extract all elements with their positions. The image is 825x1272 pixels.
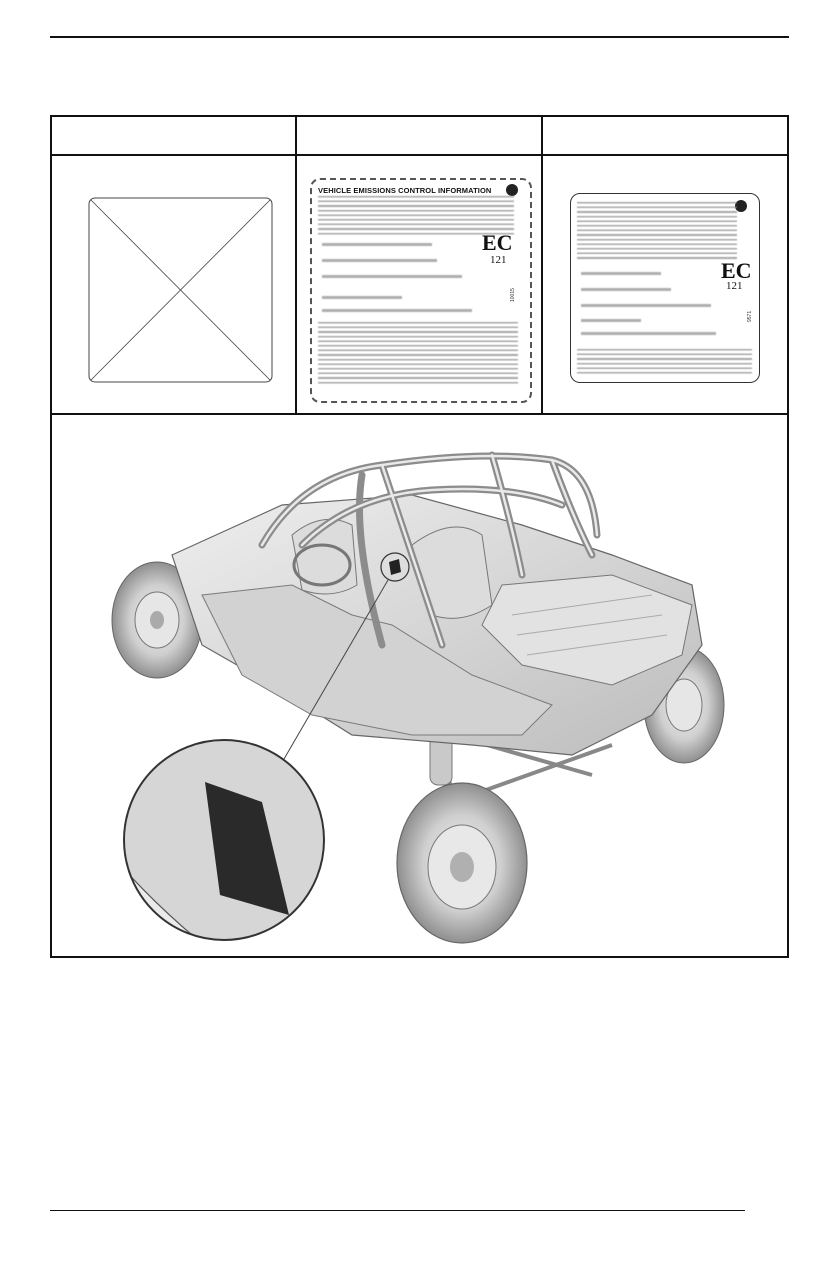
placeholder-cross-icon [88, 197, 273, 383]
evaporative-text-block [318, 322, 518, 384]
emissions-label-table: VEHICLE EMISSIONS CONTROL INFORMATION EC… [50, 115, 789, 958]
ec-number: 121 [490, 254, 507, 266]
emission-control-system-field [581, 332, 716, 335]
header-cell-1 [52, 117, 297, 154]
side-panel [201, 584, 553, 736]
displacement-field [322, 296, 402, 299]
emissions-label-title: VEHICLE EMISSIONS CONTROL INFORMATION [318, 186, 492, 195]
cargo-bed [481, 574, 693, 686]
label-location-circle [380, 552, 410, 582]
engine-family-field [322, 243, 432, 246]
label-cell-emissions-b: EC 121 9571 [543, 154, 787, 413]
label-cell-empty [52, 154, 297, 413]
seat [411, 526, 493, 619]
certification-standards-field [322, 275, 462, 278]
label-row: VEHICLE EMISSIONS CONTROL INFORMATION EC… [52, 154, 787, 415]
maintenance-text-block [577, 349, 752, 374]
callout-line [283, 579, 389, 760]
rear-left-tire [111, 561, 203, 679]
emissions-label-a: VEHICLE EMISSIONS CONTROL INFORMATION EC… [310, 178, 532, 403]
emissions-text-block [318, 196, 514, 236]
emissions-text-block [577, 202, 737, 260]
ec-number: 121 [726, 280, 743, 292]
cargo-bed-ribs [511, 594, 668, 656]
header-cell-3 [543, 117, 787, 154]
certification-standards-field [581, 304, 711, 307]
label-location-detail-marker [205, 782, 289, 915]
ec-mark: EC [482, 230, 513, 255]
brand-logo-icon [735, 200, 747, 212]
front-tire [396, 782, 528, 944]
label-code: 9571 [747, 310, 753, 322]
emissions-label-b: EC 121 9571 [570, 193, 760, 383]
roll-cage-highlight [260, 453, 599, 647]
header-cell-2 [297, 117, 543, 154]
label-code: 10015 [510, 288, 516, 302]
label-cell-emissions-a: VEHICLE EMISSIONS CONTROL INFORMATION EC… [297, 154, 543, 413]
emission-control-system-field [322, 309, 472, 312]
label-location-marker [389, 559, 401, 575]
permeation-family-field [581, 288, 671, 291]
displacement-field [581, 319, 641, 322]
brand-logo-icon [506, 184, 518, 196]
engine-family-field [581, 272, 661, 275]
ec-mark: EC [721, 258, 752, 283]
permeation-family-field [322, 259, 437, 262]
label-location-detail [123, 739, 325, 941]
bottom-rule [50, 1210, 745, 1211]
vehicle-illustration-cell [52, 415, 787, 956]
vehicle-illustration [111, 451, 725, 944]
top-rule [50, 36, 789, 38]
table-header-row [52, 117, 787, 156]
steering-wheel [292, 543, 352, 587]
